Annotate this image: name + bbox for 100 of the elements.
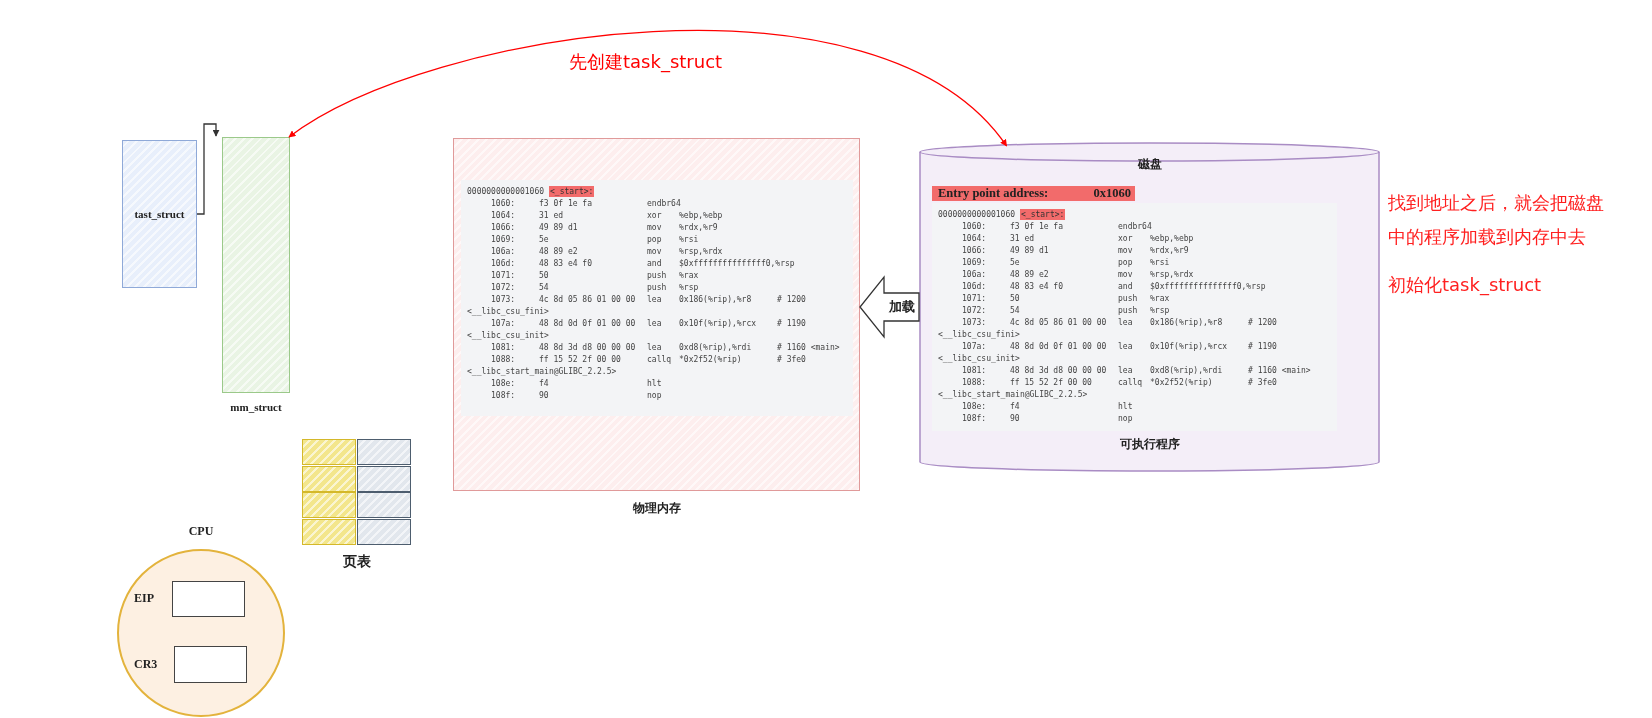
code-text: 0x10f(%rip),%rcx	[679, 318, 757, 329]
code-text: 5e	[539, 234, 549, 245]
code-text: 1066:	[491, 222, 516, 233]
code-text: <__libc_csu_fini>	[467, 306, 549, 317]
code-text: f4	[1010, 401, 1020, 412]
code-text: %rax	[1150, 293, 1170, 304]
code-text: 54	[1010, 305, 1020, 316]
code-text: 48 8d 0d 0f 01 00 00	[539, 318, 636, 329]
code-text: f3 0f 1e fa	[1010, 221, 1063, 232]
caption-text: 磁盘	[1136, 156, 1163, 173]
code-text: 1081:	[491, 342, 516, 353]
caption-text: 物理内存	[631, 500, 682, 517]
code-text: 1060:	[491, 198, 516, 209]
struct-box	[122, 140, 197, 288]
code-text: <__libc_csu_fini>	[938, 329, 1020, 340]
code-text: endbr64	[1118, 221, 1152, 232]
code-text: lea	[1118, 317, 1133, 328]
code-text: callq	[1118, 377, 1143, 388]
code-text: 106a:	[962, 269, 987, 280]
code-text: push	[1118, 305, 1138, 316]
code-text: # 1160 <main>	[777, 342, 840, 353]
page-table-entry	[357, 492, 411, 518]
code-text: ff 15 52 2f 00 00	[539, 354, 621, 365]
code-text: %rsp	[1150, 305, 1170, 316]
code-text: %rsi	[1150, 257, 1170, 268]
code-text: 1064:	[962, 233, 987, 244]
code-text: <__libc_csu_init>	[938, 353, 1020, 364]
code-text: f3 0f 1e fa	[539, 198, 592, 209]
symbol-highlight: <_start>:	[1020, 209, 1066, 220]
code-text: push	[647, 282, 667, 293]
code-text: # 1200	[777, 294, 806, 305]
curved-arrow	[288, 30, 1008, 147]
block-arrow	[859, 275, 920, 339]
register-label: EIP	[134, 591, 154, 606]
code-text: 1071:	[962, 293, 987, 304]
page-table-entry	[302, 465, 356, 492]
code-text: 1071:	[491, 270, 516, 281]
code-text: 48 8d 3d d8 00 00 00	[539, 342, 636, 353]
code-text: 1073:	[962, 317, 987, 328]
code-text: 1073:	[491, 294, 516, 305]
code-text: push	[1118, 293, 1138, 304]
code-text: mov	[647, 222, 662, 233]
code-panel	[461, 180, 853, 416]
code-text: lea	[1118, 341, 1133, 352]
code-text: %ebp,%ebp	[679, 210, 723, 221]
edge-label: 先创建task_struct	[569, 50, 723, 74]
symbol-highlight: <_start>:	[549, 186, 595, 197]
code-text: mov	[647, 246, 662, 257]
code-text: hlt	[1118, 401, 1133, 412]
code-text: 90	[539, 390, 549, 401]
code-text: # 1190	[777, 318, 806, 329]
code-text: *0x2f52(%rip)	[679, 354, 742, 365]
code-text: *0x2f52(%rip)	[1150, 377, 1213, 388]
code-text: 1088:	[491, 354, 516, 365]
code-text: push	[647, 270, 667, 281]
code-text: 49 89 d1	[539, 222, 578, 233]
code-text: 48 89 e2	[1010, 269, 1049, 280]
page-table-entry	[302, 439, 356, 465]
code-text: xor	[1118, 233, 1133, 244]
code-text: 1060:	[962, 221, 987, 232]
code-text: 106a:	[491, 246, 516, 257]
code-text: 0xd8(%rip),%rdi	[679, 342, 752, 353]
code-text: %rdx,%r9	[1150, 245, 1189, 256]
page-table-entry	[357, 518, 411, 545]
code-text: 108f:	[491, 390, 516, 401]
code-text: lea	[647, 342, 662, 353]
code-text: 0xd8(%rip),%rdi	[1150, 365, 1223, 376]
code-text: 1088:	[962, 377, 987, 388]
code-text: 90	[1010, 413, 1020, 424]
code-text: 106d:	[962, 281, 987, 292]
caption-text: mm_struct	[229, 401, 283, 413]
code-text: 50	[1010, 293, 1020, 304]
page-table-entry	[357, 465, 411, 492]
register-label: CR3	[134, 656, 158, 672]
code-text: <__libc_csu_init>	[467, 330, 549, 341]
code-text: 0000000000001060	[938, 209, 1016, 220]
code-text: mov	[1118, 269, 1133, 280]
code-text: callq	[647, 354, 672, 365]
edge-label: 加载	[888, 298, 915, 316]
code-text: %rax	[679, 270, 699, 281]
node-label: tast_struct	[134, 208, 185, 220]
code-text: xor	[647, 210, 662, 221]
note-text: 初始化task_struct	[1388, 273, 1542, 298]
code-text: <__libc_start_main@GLIBC_2.2.5>	[938, 389, 1088, 400]
code-text: # 1200	[1248, 317, 1277, 328]
code-text: # 3fe0	[777, 354, 806, 365]
code-text: 1081:	[962, 365, 987, 376]
code-text: <__libc_start_main@GLIBC_2.2.5>	[467, 366, 617, 377]
page-table-entry	[302, 518, 356, 545]
code-text: %ebp,%ebp	[1150, 233, 1194, 244]
page-table-entry	[357, 439, 411, 465]
code-text: 1069:	[491, 234, 516, 245]
code-text: 0x186(%rip),%r8	[1150, 317, 1223, 328]
code-text: 31 ed	[1010, 233, 1035, 244]
entry-point-bar	[932, 186, 1135, 201]
code-text: 31 ed	[539, 210, 564, 221]
code-text: lea	[647, 318, 662, 329]
code-text: %rdx,%r9	[679, 222, 718, 233]
code-text: endbr64	[647, 198, 681, 209]
code-text: 50	[539, 270, 549, 281]
